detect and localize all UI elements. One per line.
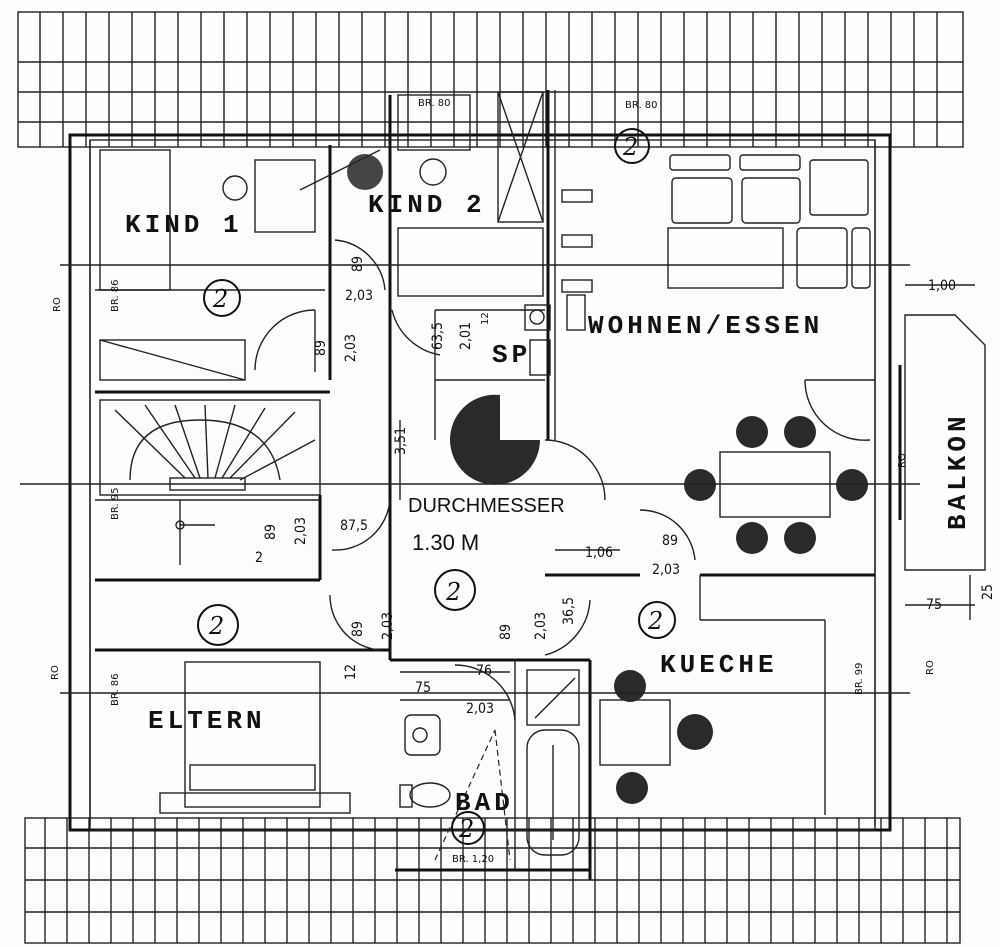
dim-203b: 2,03 (345, 288, 373, 304)
dim-76: 76 (476, 663, 492, 679)
dim-ro-left1: RO (52, 297, 63, 312)
svg-text:2: 2 (458, 815, 474, 843)
note-durchmesser: DURCHMESSER (408, 495, 565, 517)
room-label-sp: SP (492, 340, 531, 370)
bed-eltern (159, 661, 351, 814)
dim-br95: BR. 95 (110, 487, 121, 520)
dim-89d: 89 (662, 533, 678, 549)
circle-mark-5: 2 (197, 604, 239, 646)
room-label-kind1: KIND 1 (125, 210, 243, 240)
exterior-walls (68, 133, 892, 832)
sp-unit (524, 304, 551, 376)
circle-mark-1: 2 (614, 128, 650, 164)
round-table (450, 394, 540, 485)
dim-25: 25 (980, 584, 996, 600)
svg-text:2: 2 (445, 578, 461, 606)
dim-ro-right2: RO (925, 660, 936, 675)
dim-635: 63,5 (430, 322, 446, 350)
balcony (898, 314, 986, 571)
circle-mark-4: 2 (638, 601, 676, 639)
svg-text:2: 2 (212, 285, 228, 313)
dim-203a: 2,03 (343, 334, 359, 362)
note-diameter-value: 1.30 M (412, 530, 479, 555)
dim-89c: 89 (263, 524, 279, 540)
dim-br86-b: BR. 86 (110, 673, 121, 706)
roof-hatching-bottom (24, 817, 961, 944)
dim-351: 3,51 (393, 427, 409, 455)
dim-89b: 89 (350, 256, 366, 272)
kitchen-table (599, 670, 713, 804)
room-label-balkon: BALKON (943, 412, 973, 530)
bath-fixtures (399, 669, 580, 861)
dim-br99: BR. 99 (854, 662, 865, 695)
dim-ro-right1: RO (897, 453, 908, 468)
dim-12: 12 (480, 312, 491, 325)
dim-203c: 2,03 (293, 517, 309, 545)
staircase (99, 339, 321, 565)
dim-121: 12 (343, 664, 359, 680)
dim-br86-a: BR. 86 (110, 279, 121, 312)
dim-br80-b: BR. 80 (625, 100, 658, 111)
room-label-wohnen: WOHNEN/ESSEN (588, 311, 823, 341)
dining-table (684, 416, 868, 554)
circle-mark-2: 2 (203, 279, 241, 317)
dim-89a: 89 (313, 340, 329, 356)
door-swings (254, 239, 875, 721)
dim-75b: 75 (415, 680, 431, 696)
dimension-lines (399, 284, 975, 620)
dim-203g: 2,03 (466, 701, 494, 717)
dim-203d: 2,03 (652, 562, 680, 578)
dim-br80-a: BR. 80 (418, 98, 451, 109)
dim-875: 87,5 (340, 518, 368, 534)
dim-203e: 2,03 (380, 612, 396, 640)
dim-75: 75 (926, 597, 942, 613)
svg-text:2: 2 (208, 612, 224, 640)
dim-106: 1,06 (585, 545, 613, 561)
furniture-kind1 (99, 149, 316, 291)
room-label-eltern: ELTERN (148, 706, 266, 736)
dim-201: 2,01 (458, 322, 474, 350)
svg-text:2: 2 (622, 133, 638, 161)
circle-mark-6: 2 (451, 811, 485, 845)
dim-203f: 2,03 (533, 612, 549, 640)
dim-89e: 89 (350, 621, 366, 637)
dim-89f: 89 (498, 624, 514, 640)
wardrobe-kind2 (299, 91, 544, 297)
dim-2: 2 (255, 550, 263, 566)
svg-text:2: 2 (647, 607, 663, 635)
dim-br120: BR. 1,20 (452, 854, 494, 865)
roof-hatching-top (17, 11, 964, 148)
living-furniture (561, 154, 871, 331)
room-label-kind2: KIND 2 (368, 190, 486, 220)
dim-ro-left2: RO (50, 665, 61, 680)
room-label-kueche: KUECHE (660, 650, 778, 680)
circle-mark-3: 2 (434, 569, 476, 611)
dim-365: 36,5 (561, 597, 577, 625)
dim-100: 1,00 (928, 278, 956, 294)
